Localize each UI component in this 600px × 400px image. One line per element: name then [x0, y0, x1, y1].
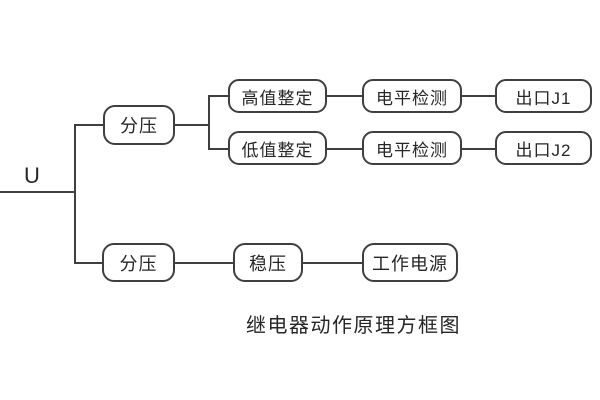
- box-level-detect-2: 电平检测: [362, 131, 462, 165]
- box-label: 工作电源: [372, 253, 448, 274]
- box-label: 高值整定: [241, 88, 314, 108]
- connector-split-to-high: [208, 95, 229, 97]
- box-outlet-j2: 出口J2: [495, 131, 592, 165]
- diagram-caption: 继电器动作原理方框图: [246, 315, 461, 337]
- box-level-detect-1: 电平检测: [362, 79, 462, 113]
- box-label: 稳压: [249, 253, 287, 274]
- connector-divider-to-split: [175, 124, 209, 126]
- box-working-power: 工作电源: [362, 243, 458, 282]
- connector-low-to-detect2: [327, 148, 363, 150]
- box-label: 分压: [119, 253, 158, 274]
- box-label: 出口J2: [515, 140, 572, 160]
- box-outlet-j1: 出口J1: [495, 79, 592, 113]
- box-low-value-setting: 低值整定: [228, 131, 327, 165]
- input-voltage-label: U: [24, 163, 40, 188]
- connector-stabilizer-to-power: [303, 262, 363, 264]
- connector-branch-bottom: [74, 262, 103, 264]
- box-voltage-divider-top: 分压: [103, 105, 175, 145]
- box-stabilizer: 稳压: [233, 243, 303, 282]
- connector-trunk-vertical: [74, 124, 76, 264]
- box-voltage-divider-bottom: 分压: [102, 243, 175, 282]
- connector-split-to-low: [208, 148, 229, 150]
- connector-input-line: [0, 191, 75, 193]
- connector-detect2-to-outlet2: [462, 148, 496, 150]
- box-high-value-setting: 高值整定: [228, 79, 327, 113]
- box-label: 分压: [120, 116, 158, 136]
- connector-high-to-detect1: [327, 95, 363, 97]
- connector-divider-to-stabilizer: [175, 262, 234, 264]
- box-label: 低值整定: [241, 140, 314, 160]
- box-label: 电平检测: [376, 140, 448, 160]
- box-label: 电平检测: [376, 88, 448, 108]
- connector-branch-top: [74, 124, 104, 126]
- connector-split-vertical: [208, 95, 210, 150]
- box-label: 出口J1: [515, 88, 572, 108]
- connector-detect1-to-outlet1: [462, 95, 496, 97]
